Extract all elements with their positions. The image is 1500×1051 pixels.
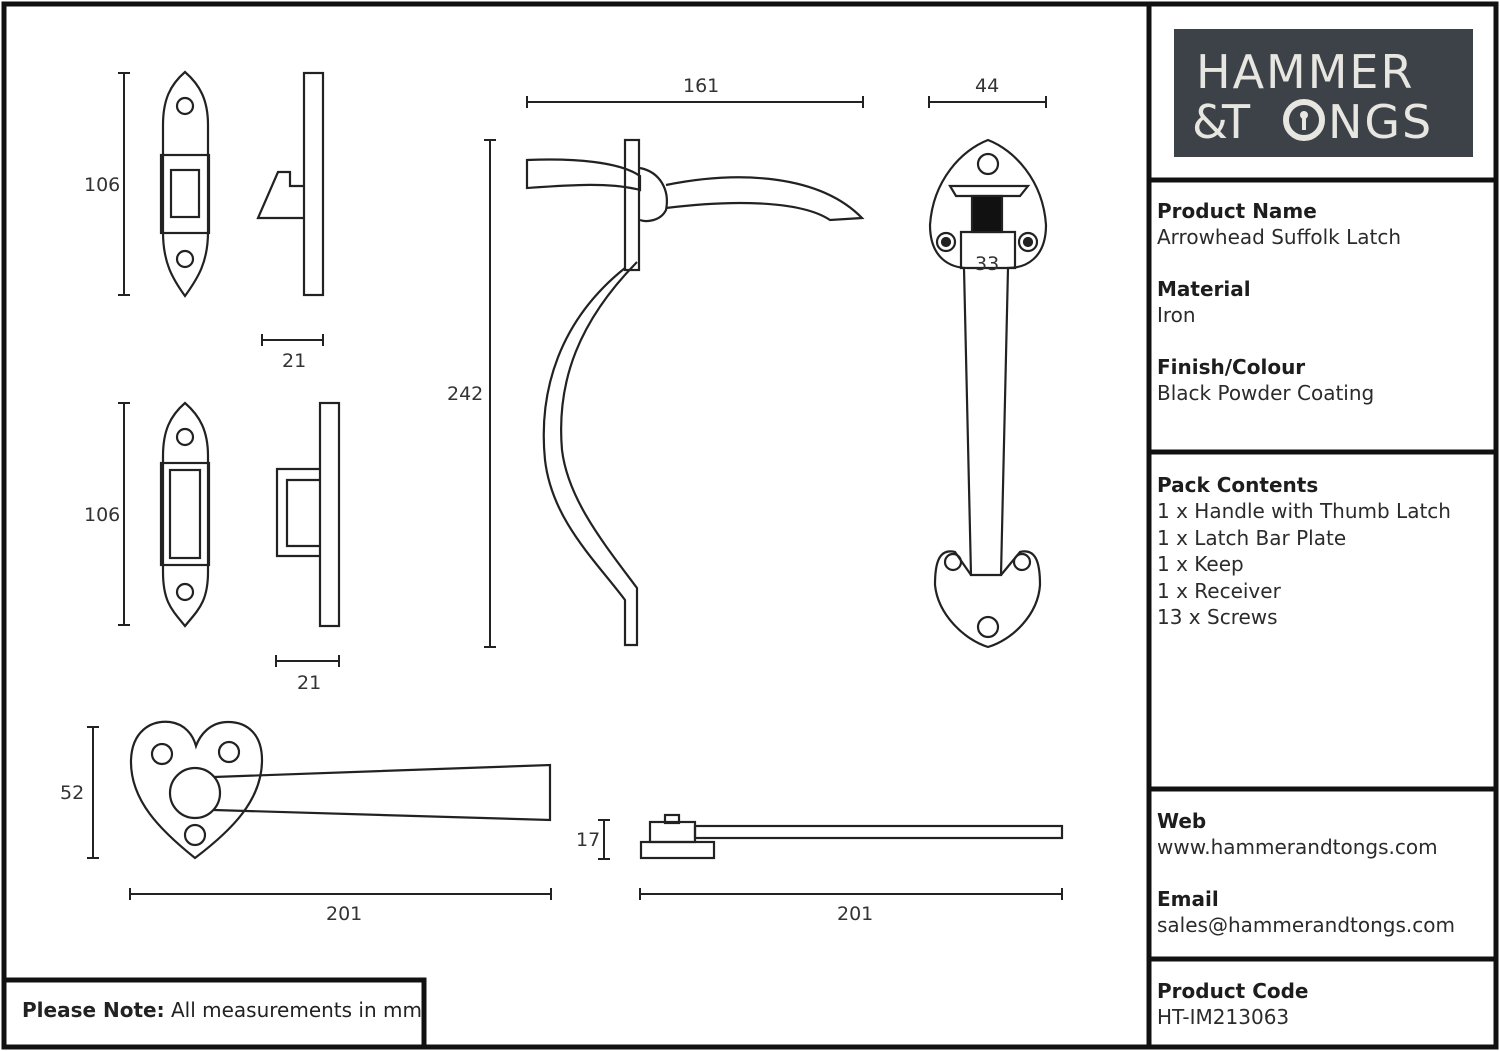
email-label: Email — [1157, 887, 1219, 911]
receiver-side-view — [275, 401, 341, 628]
dim-bar-length: 201 — [326, 903, 362, 925]
dim-bar-thickness: 17 — [576, 829, 600, 851]
finish-value: Black Powder Coating — [1157, 381, 1375, 405]
logo-ampersand: & — [1192, 95, 1230, 149]
web-label: Web — [1157, 809, 1207, 833]
brand-logo: HAMMER & T NGS — [1174, 29, 1473, 157]
handle-side-view — [525, 138, 865, 647]
pack-contents-label: Pack Contents — [1157, 473, 1319, 497]
dim-thumb-length: 161 — [683, 75, 719, 97]
keep-side-view — [256, 71, 325, 297]
keyhole-icon — [1283, 99, 1325, 141]
dim-handle-width: 44 — [975, 75, 999, 97]
material-value: Iron — [1157, 303, 1196, 327]
pack-item: 13 x Screws — [1157, 605, 1278, 629]
product-info-panel: Product Name Arrowhead Suffolk Latch Mat… — [1157, 198, 1491, 406]
note-label: Please Note: — [22, 998, 165, 1022]
receiver-front-view — [159, 401, 211, 628]
dim-receiver-height: 106 — [84, 504, 120, 526]
product-code-panel: Product Code HT-IM213063 — [1157, 978, 1491, 1030]
product-name-value: Arrowhead Suffolk Latch — [1157, 225, 1402, 249]
web-link[interactable]: www.hammerandtongs.com — [1157, 835, 1438, 859]
latch-bar-side-view — [639, 813, 1064, 860]
dim-bar-height: 52 — [60, 782, 84, 804]
product-code-value: HT-IM213063 — [1157, 1005, 1290, 1029]
handle-front-view — [928, 138, 1048, 649]
dim-bar-side-length: 201 — [837, 903, 873, 925]
logo-t: T — [1221, 95, 1252, 149]
note-text: All measurements in mm — [164, 998, 422, 1022]
keep-front-view — [159, 70, 211, 298]
product-name-label: Product Name — [1157, 199, 1317, 223]
logo-line1: HAMMER — [1196, 45, 1414, 99]
dim-keep-height: 106 — [84, 174, 120, 196]
pack-item: 1 x Keep — [1157, 552, 1244, 576]
contact-panel: Web www.hammerandtongs.com Email sales@h… — [1157, 808, 1491, 938]
pack-contents-panel: Pack Contents 1 x Handle with Thumb Latc… — [1157, 472, 1491, 631]
finish-label: Finish/Colour — [1157, 355, 1306, 379]
logo-ngs: NGS — [1328, 95, 1433, 149]
dim-receiver-depth: 21 — [297, 672, 321, 694]
email-link[interactable]: sales@hammerandtongs.com — [1157, 913, 1455, 937]
dim-keep-depth: 21 — [282, 350, 306, 372]
pack-item: 1 x Handle with Thumb Latch — [1157, 499, 1451, 523]
measurement-note: Please Note: All measurements in mm — [22, 998, 422, 1022]
pack-item: 1 x Latch Bar Plate — [1157, 525, 1347, 550]
pack-item: 1 x Receiver — [1157, 578, 1281, 603]
material-label: Material — [1157, 277, 1251, 301]
dim-handle-height: 242 — [447, 383, 483, 405]
latch-bar-plate-front — [129, 720, 552, 860]
dim-bar-slot: 33 — [975, 253, 999, 275]
dimension-lines — [87, 72, 1063, 900]
product-code-label: Product Code — [1157, 979, 1309, 1003]
